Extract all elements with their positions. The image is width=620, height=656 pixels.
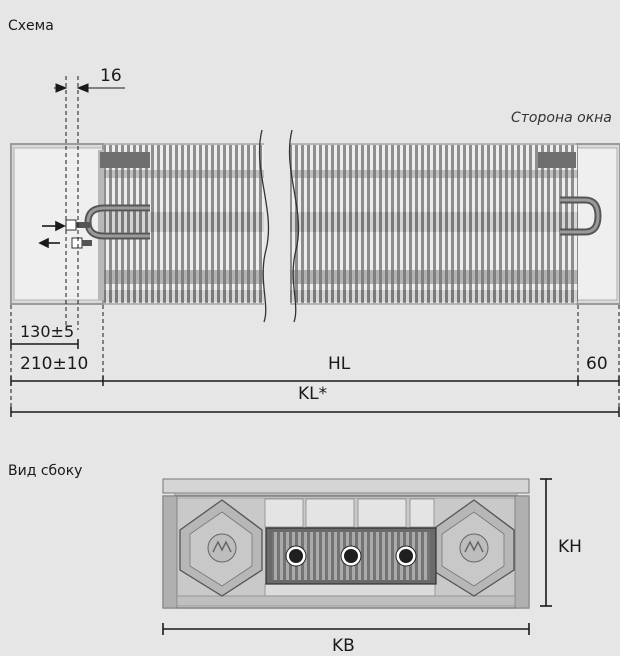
heat-exchanger-left [104,145,264,303]
dim-kb [162,623,530,635]
heat-exchanger-right [290,145,578,303]
pipe-section-3 [395,545,417,567]
dim-kl [10,407,620,417]
dim-16 [54,76,125,330]
dim-210-label: 210±10 [20,354,89,374]
collector-bar-left [100,152,150,168]
side-view-heading: Вид сбоку [8,463,83,479]
flow-arrows [38,220,66,249]
dim-130 [10,339,79,349]
fan-left [179,499,263,597]
pipe-section-1 [285,545,307,567]
break-symbol [258,129,300,323]
collector-bar-right [538,152,576,168]
dim-row-hl [10,376,620,386]
pipe-section-2 [340,545,362,567]
scheme-heading: Схема [8,18,54,34]
dim-60-label: 60 [586,354,608,374]
pipe-loop-right [560,196,602,236]
dim-kh-label: KH [558,537,582,557]
dim-kb-label: KB [332,636,355,656]
window-side-label: Сторона окна [511,110,612,126]
dim-16-label: 16 [100,66,122,86]
dim-hl-label: HL [328,354,351,374]
dim-130-label: 130±5 [20,322,75,341]
dim-kh [540,478,552,607]
extension-lines [10,305,620,415]
fan-right [431,499,515,597]
dim-kl-label: KL* [298,384,328,404]
